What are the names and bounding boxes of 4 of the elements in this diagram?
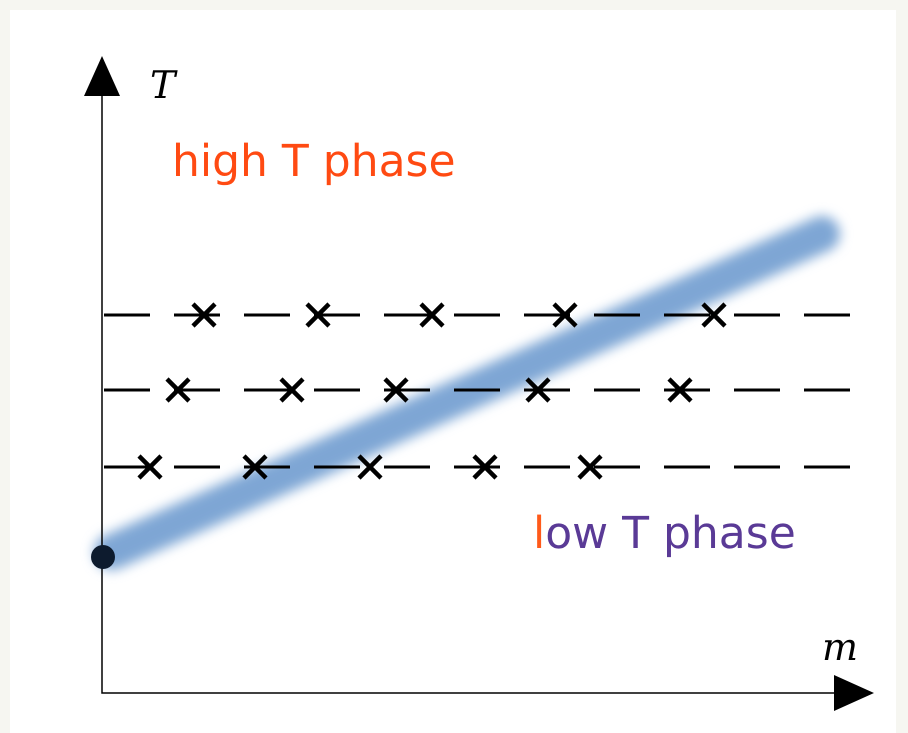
axis-label: T	[150, 66, 176, 104]
phase-label: low T phase	[533, 512, 796, 556]
axis-label: m	[822, 628, 858, 666]
phase-label: high T phase	[172, 140, 456, 184]
